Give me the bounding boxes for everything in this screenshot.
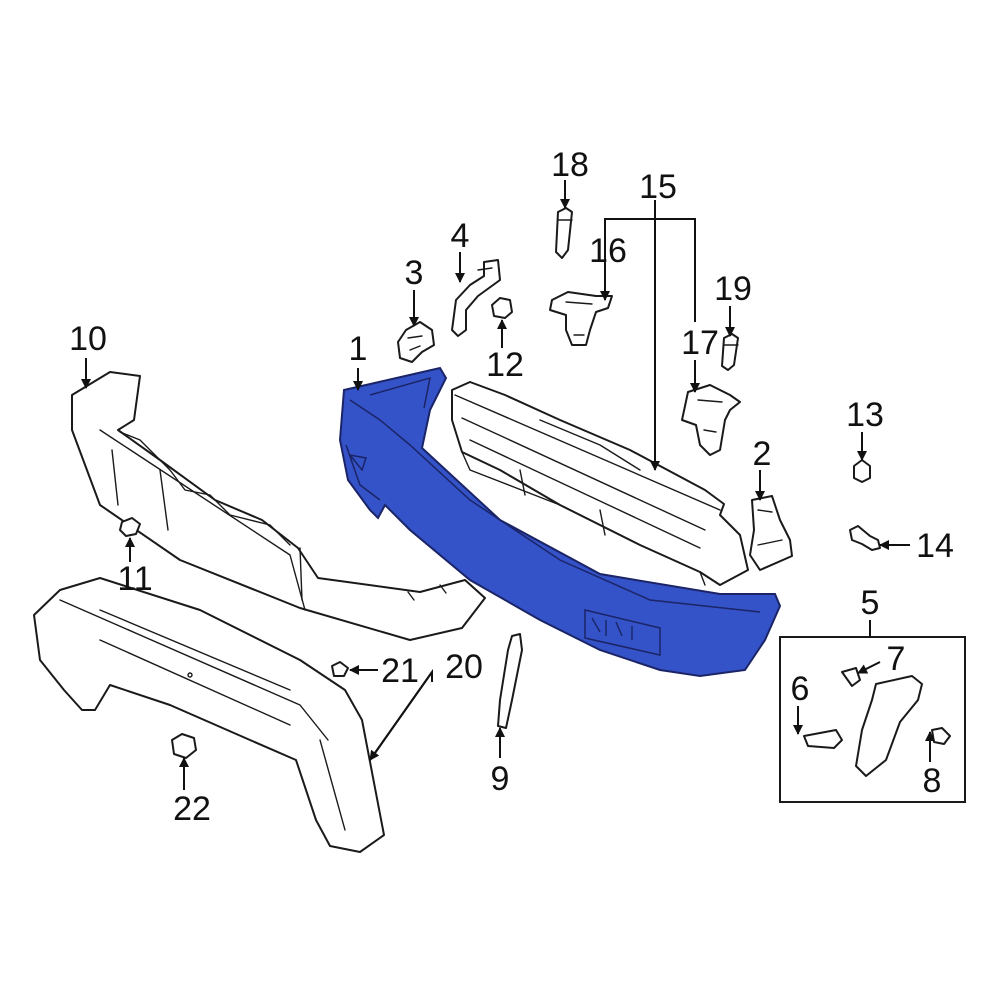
callout-18: 18 — [551, 146, 589, 184]
part-21-clip[interactable] — [331, 661, 349, 677]
part-1-front-bumper-highlighted[interactable] — [338, 366, 782, 678]
callout-labels: 1 2 3 4 5 6 7 8 9 10 11 12 13 14 15 16 1… — [69, 146, 954, 828]
callout-16: 16 — [589, 232, 627, 270]
part-5-extension[interactable] — [855, 675, 923, 777]
part-4-bracket[interactable] — [451, 259, 501, 337]
part-20-lower-bumper-cover[interactable] — [33, 577, 385, 853]
leader-15-bracket — [604, 218, 696, 322]
callout-11: 11 — [117, 560, 152, 598]
callout-22: 22 — [173, 790, 211, 828]
callout-12: 12 — [486, 346, 524, 384]
leader-7 — [857, 661, 881, 674]
part-9-seal-strip[interactable] — [497, 633, 523, 729]
callout-3: 3 — [405, 254, 424, 292]
part-5-group-box — [779, 636, 966, 803]
callout-7: 7 — [887, 640, 906, 678]
callout-2: 2 — [753, 435, 772, 473]
callout-13: 13 — [846, 396, 884, 434]
callout-19: 19 — [714, 270, 752, 308]
callout-1: 1 — [349, 330, 368, 368]
callout-15: 15 — [639, 168, 677, 206]
part-6-bracket[interactable] — [803, 729, 843, 749]
callout-6: 6 — [791, 670, 810, 708]
part-7-retainer[interactable] — [841, 667, 861, 687]
callout-4: 4 — [451, 217, 470, 255]
part-13-nut[interactable] — [853, 459, 871, 483]
leader-20-arrow — [369, 671, 433, 761]
part-14-bolt[interactable] — [849, 525, 881, 551]
part-12-nut[interactable] — [491, 297, 513, 319]
part-3-bracket[interactable] — [397, 321, 435, 363]
part-19-bolt[interactable] — [721, 333, 739, 371]
callout-14: 14 — [916, 527, 954, 565]
part-15-bumper-reinforcement[interactable] — [451, 381, 749, 586]
leader-lines — [81, 180, 935, 790]
part-2-bracket[interactable] — [749, 495, 793, 571]
callout-17: 17 — [681, 324, 719, 362]
callout-5: 5 — [861, 584, 880, 622]
callout-20: 20 — [445, 648, 483, 686]
part-11-clip[interactable] — [119, 517, 141, 537]
part-10-bumper-cover-upper[interactable] — [71, 371, 486, 641]
part-16-bracket[interactable] — [549, 291, 613, 346]
part-18-bolt[interactable] — [555, 207, 573, 259]
callout-9: 9 — [491, 760, 510, 798]
part-17-bracket[interactable] — [681, 384, 741, 456]
callout-21: 21 — [381, 652, 419, 690]
part-22-clip[interactable] — [171, 733, 197, 759]
callout-10: 10 — [69, 320, 107, 358]
callout-8: 8 — [923, 762, 942, 800]
